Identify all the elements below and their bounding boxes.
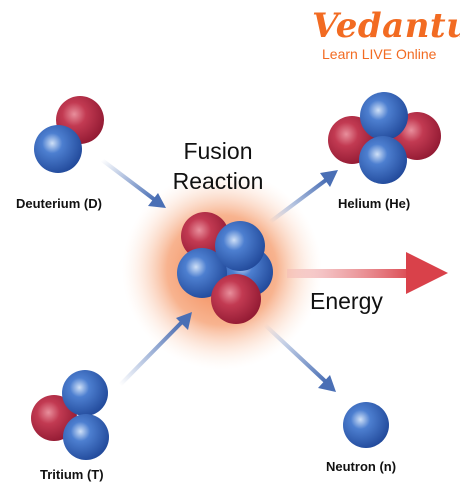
title-line-1: Fusion [183,138,253,164]
reaction-cluster [177,212,273,324]
arrow-helium-out [268,170,338,224]
neutron [359,136,407,184]
energy-arrow [287,252,448,294]
neutron [34,125,82,173]
neutron [177,248,227,298]
label-deuterium: Deuterium (D) [16,196,102,211]
tritium-atom [31,370,109,460]
deuterium-atom [34,96,104,173]
logo-name: Vedantu [312,6,460,46]
arrow-tritium-in [118,312,192,387]
label-neutron: Neutron (n) [326,459,397,474]
label-helium: Helium (He) [338,196,411,211]
neutron [62,370,108,416]
neutron [63,414,109,460]
vedantu-logo: Vedantu Learn LIVE Online [312,6,460,62]
proton [211,274,261,324]
arrow-neutron-out [263,323,336,392]
neutron-particle [343,402,389,448]
label-energy: Energy [310,288,383,314]
diagram-title: Fusion Reaction [168,136,268,196]
neutron [215,221,265,271]
title-line-2: Reaction [172,168,264,194]
logo-tagline: Learn LIVE Online [322,46,437,62]
label-tritium: Tritium (T) [40,467,104,482]
neutron [360,92,408,140]
helium-atom [328,92,441,184]
arrow-deuterium-in [100,158,166,208]
